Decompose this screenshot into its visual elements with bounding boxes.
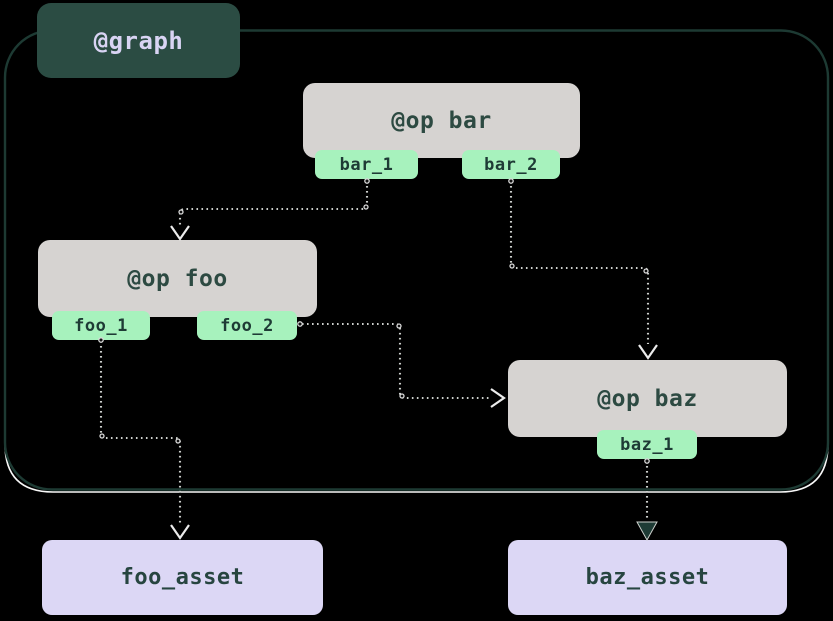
op-node-bar[interactable]: @op bar: [303, 83, 580, 158]
output-badge-baz_1[interactable]: baz_1: [597, 430, 697, 459]
op-foo-label: @op foo: [127, 265, 228, 292]
asset-node-foo_asset[interactable]: foo_asset: [42, 540, 323, 615]
graph-boundary-highlight: [4, 352, 829, 493]
graph-boundary-outline: [3, 29, 830, 491]
output-badge-foo_1[interactable]: foo_1: [52, 311, 150, 340]
op-node-foo[interactable]: @op foo: [38, 240, 317, 317]
op-bar-label: @op bar: [391, 107, 492, 134]
output-badge-bar_1[interactable]: bar_1: [315, 150, 418, 179]
op-node-baz[interactable]: @op baz: [508, 360, 787, 437]
asset-foo-label: foo_asset: [120, 565, 245, 590]
output-badge-bar_2[interactable]: bar_2: [462, 150, 560, 179]
graph-node-label[interactable]: @graph: [37, 3, 240, 78]
output-badge-foo_2[interactable]: foo_2: [197, 311, 297, 340]
op-baz-label: @op baz: [597, 385, 698, 412]
asset-baz-label: baz_asset: [585, 565, 710, 590]
asset-node-baz_asset[interactable]: baz_asset: [508, 540, 787, 615]
